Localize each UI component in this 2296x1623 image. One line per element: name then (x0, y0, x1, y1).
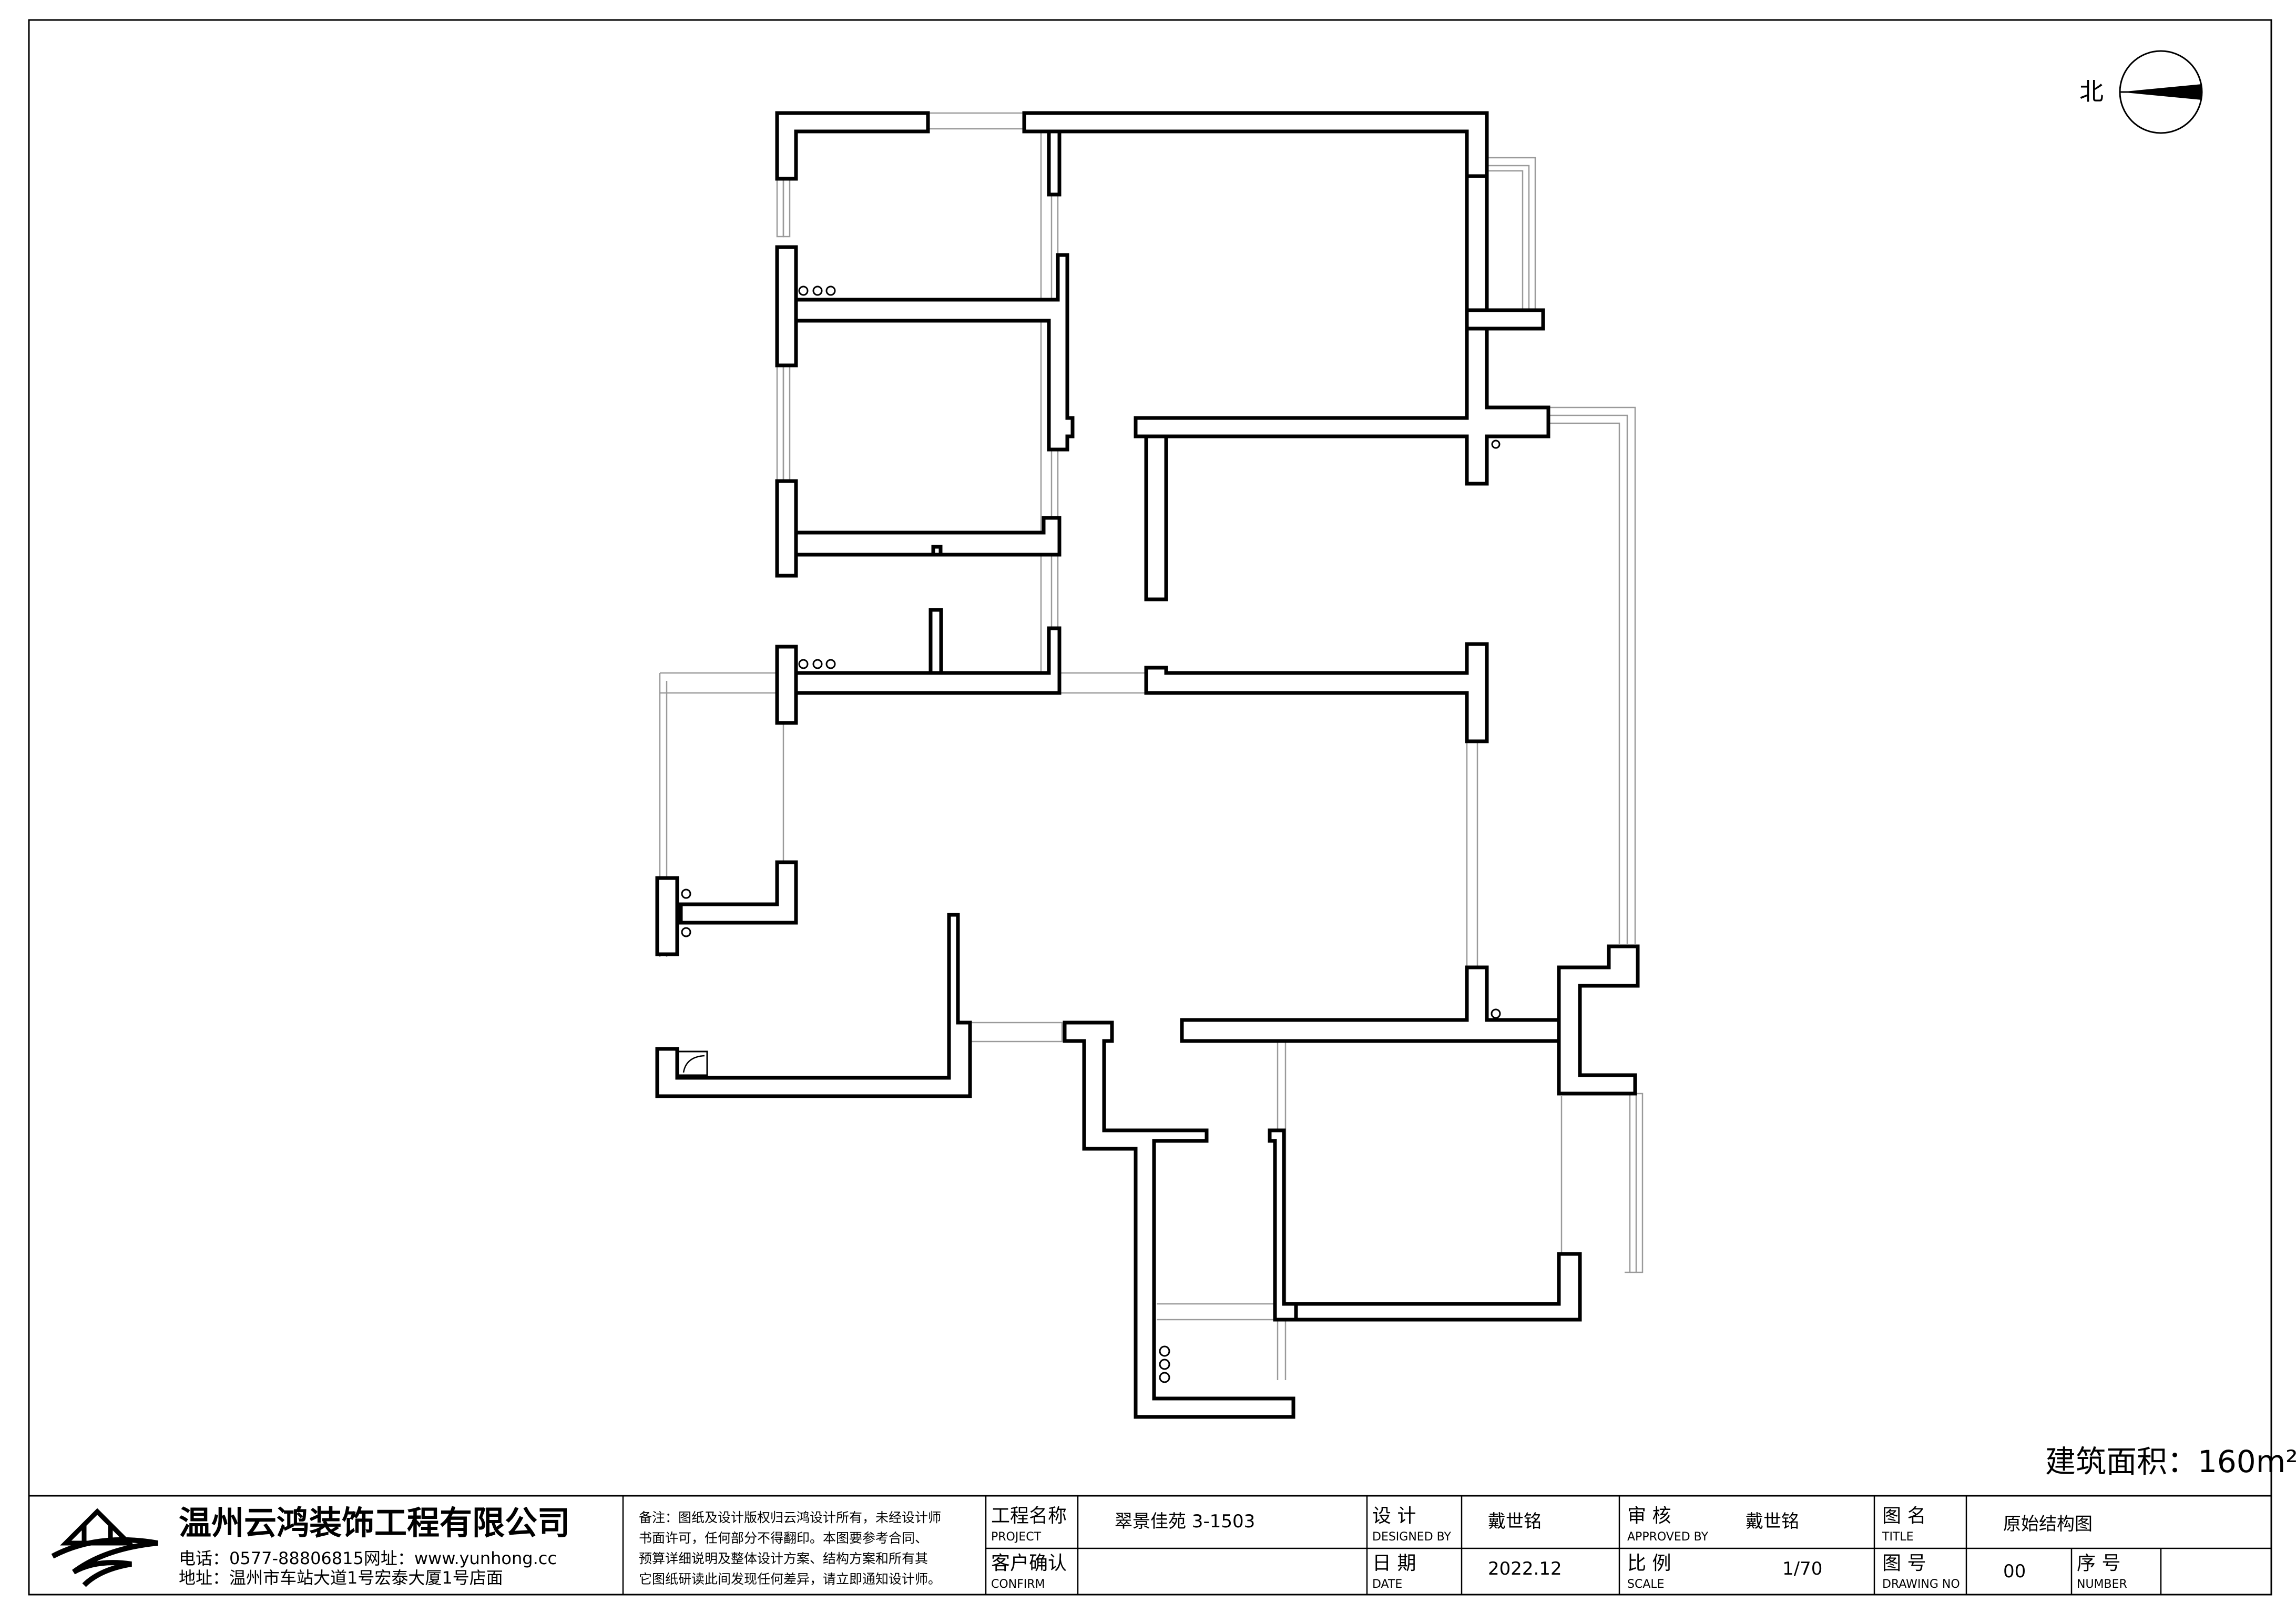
date-label-en: DATE (1372, 1578, 1402, 1591)
scale-label: 比 例 (1627, 1553, 1671, 1574)
project-label: 工程名称 (991, 1505, 1067, 1527)
project-label-en: PROJECT (991, 1530, 1042, 1544)
note-line-3: 预算详细说明及整体设计方案、结构方案和所有其 (639, 1551, 928, 1566)
pipes (677, 285, 1501, 1383)
walls (655, 111, 1640, 1419)
number-label: 序 号 (2077, 1553, 2120, 1574)
drawing-no-value: 00 (2003, 1561, 2026, 1582)
date-value: 2022.12 (1488, 1558, 1562, 1579)
building-area: 建筑面积：160m² (2045, 1444, 2296, 1479)
title-label-en: TITLE (1882, 1530, 1914, 1544)
note-line-2: 书面许可，任何部分不得翻印。本图要参考合同、 (639, 1530, 928, 1546)
confirm-label-en: CONFIRM (991, 1578, 1045, 1591)
scale-label-en: SCALE (1627, 1578, 1665, 1591)
number-label-en: NUMBER (2077, 1578, 2127, 1591)
drawing-no-label: 图 号 (1882, 1553, 1926, 1574)
confirm-label: 客户确认 (991, 1553, 1067, 1574)
note-line-4: 它图纸研读此间发现任何差异，请立即通知设计师。 (639, 1571, 941, 1587)
project-value: 翠景佳苑 3-1503 (1115, 1511, 1255, 1532)
drawing-no-label-en: DRAWING NO (1882, 1578, 1960, 1591)
design-value: 戴世铭 (1488, 1511, 1542, 1532)
floor-plan (655, 111, 1644, 1419)
approve-label-en: APPROVED BY (1627, 1530, 1709, 1544)
scale-value: 1/70 (1782, 1558, 1822, 1579)
approve-label: 审 核 (1627, 1505, 1671, 1527)
company-logo (51, 1508, 158, 1587)
date-label: 日 期 (1372, 1553, 1416, 1574)
company-address: 地址：温州市车站大道1号宏泰大厦1号店面 (179, 1568, 503, 1588)
company-name: 温州云鸿装饰工程有限公司 (179, 1504, 570, 1542)
north-arrow: 北 (2079, 50, 2203, 134)
title-value: 原始结构图 (2003, 1514, 2093, 1535)
note-line-1: 备注：图纸及设计版权归云鸿设计所有，未经设计师 (639, 1510, 941, 1525)
design-label: 设 计 (1372, 1505, 1416, 1527)
title-label: 图 名 (1882, 1505, 1926, 1527)
design-label-en: DESIGNED BY (1372, 1530, 1452, 1544)
approve-value: 戴世铭 (1746, 1511, 1799, 1532)
company-phone: 电话：0577-88806815网址：www.yunhong.cc (179, 1548, 557, 1568)
title-block: 温州云鸿装饰工程有限公司 电话：0577-88806815网址：www.yunh… (28, 1495, 2272, 1596)
north-label: 北 (2079, 77, 2104, 106)
